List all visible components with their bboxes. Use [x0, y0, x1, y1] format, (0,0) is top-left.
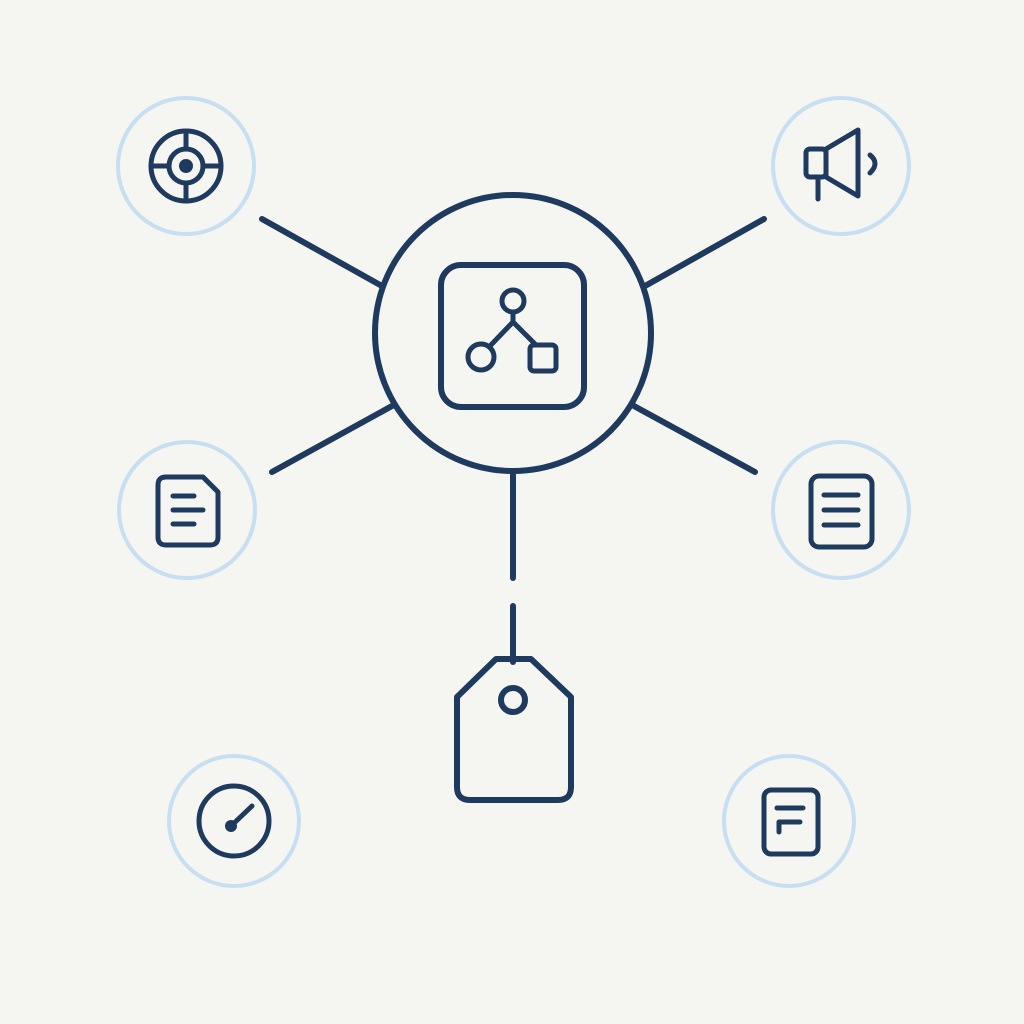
- note-icon: [761, 787, 821, 857]
- connector-document-lines: [631, 403, 758, 475]
- document-lines-icon: [808, 473, 875, 550]
- network-nodes-icon: [438, 262, 587, 410]
- satellite-note: [722, 754, 856, 888]
- connectors: [259, 216, 767, 665]
- satellite-target: [116, 96, 256, 236]
- speedometer-icon: [196, 783, 272, 859]
- hub-circle: [372, 192, 654, 474]
- bottom-tag-node: [454, 656, 574, 803]
- satellite-document-lines: [771, 440, 911, 580]
- connector-megaphone: [642, 216, 767, 289]
- target-icon: [148, 128, 224, 204]
- document-icon: [155, 474, 221, 548]
- connector-target: [259, 216, 385, 289]
- connector-document: [269, 403, 395, 475]
- satellite-speedometer: [167, 754, 301, 888]
- megaphone-icon: [803, 127, 878, 202]
- hub-node: [372, 192, 654, 474]
- price-tag-icon: [454, 656, 574, 803]
- satellite-megaphone: [771, 96, 911, 236]
- satellite-document: [117, 440, 257, 580]
